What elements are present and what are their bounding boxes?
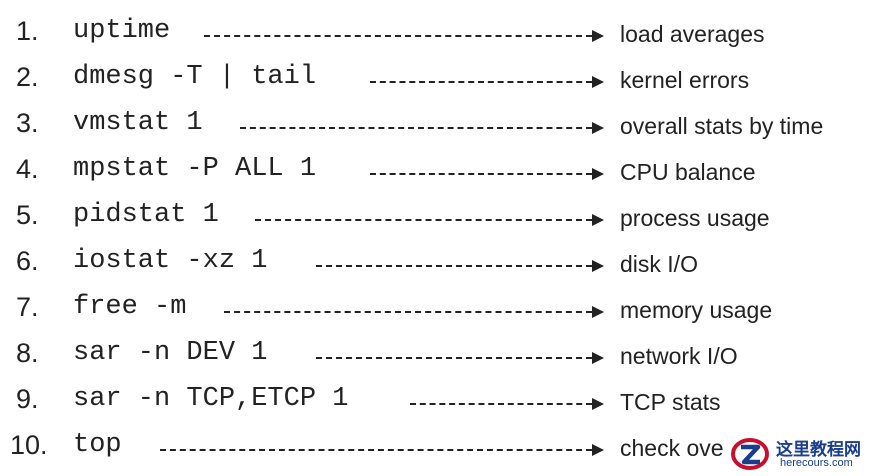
item-number: 7.	[16, 292, 39, 322]
list-item: 5. pidstat 1 process usage	[0, 196, 873, 242]
command-text: sar -n DEV 1	[73, 338, 268, 368]
watermark-url: herecours.com	[780, 457, 853, 469]
item-number: 2.	[16, 62, 39, 92]
dashed-arrow-icon	[370, 76, 604, 88]
list-item: 6. iostat -xz 1 disk I/O	[0, 242, 873, 288]
command-text: top	[73, 430, 122, 460]
item-number: 10.	[10, 430, 48, 460]
watermark-text: 这里教程网	[776, 440, 861, 460]
list-item: 1. uptime load averages	[0, 12, 873, 58]
item-number: 5.	[16, 200, 39, 230]
list-item: 2. dmesg -T | tail kernel errors	[0, 58, 873, 104]
command-description: process usage	[620, 205, 770, 231]
list-item: 4. mpstat -P ALL 1 CPU balance	[0, 150, 873, 196]
dashed-arrow-icon	[370, 168, 604, 180]
dashed-arrow-icon	[410, 398, 604, 410]
command-text: uptime	[73, 16, 171, 46]
dashed-arrow-icon	[224, 306, 604, 318]
command-description: memory usage	[620, 297, 773, 323]
item-number: 4.	[16, 154, 39, 184]
command-description: disk I/O	[620, 251, 698, 277]
dashed-arrow-icon	[204, 30, 604, 42]
dashed-arrow-icon	[316, 352, 604, 364]
list-item: 3. vmstat 1 overall stats by time	[0, 104, 873, 150]
command-text: pidstat 1	[73, 200, 219, 230]
command-description: overall stats by time	[620, 113, 824, 139]
item-number: 1.	[16, 16, 39, 46]
watermark: 这里教程网 herecours.com	[728, 432, 873, 476]
dashed-arrow-icon	[160, 444, 604, 456]
dashed-arrow-icon	[255, 214, 604, 226]
item-number: 3.	[16, 108, 39, 138]
list-item: 9. sar -n TCP,ETCP 1 TCP stats	[0, 380, 873, 426]
item-number: 9.	[16, 384, 39, 414]
list-item: 7. free -m memory usage	[0, 288, 873, 334]
command-description: CPU balance	[620, 159, 756, 185]
item-number: 6.	[16, 246, 39, 276]
command-description: network I/O	[620, 343, 738, 369]
list-item: 10. top check ove	[0, 426, 873, 472]
command-text: free -m	[73, 292, 187, 322]
command-description: load averages	[620, 21, 765, 47]
command-text: mpstat -P ALL 1	[73, 154, 317, 184]
watermark-logo-icon	[731, 438, 769, 470]
command-text: iostat -xz 1	[73, 246, 268, 276]
command-text: sar -n TCP,ETCP 1	[73, 384, 349, 414]
command-description: kernel errors	[620, 67, 750, 93]
command-description: TCP stats	[620, 389, 721, 415]
command-description: check ove	[620, 435, 724, 461]
dashed-arrow-icon	[316, 260, 604, 272]
command-text: vmstat 1	[73, 108, 203, 138]
command-text: dmesg -T | tail	[73, 62, 317, 92]
list-item: 8. sar -n DEV 1 network I/O	[0, 334, 873, 380]
item-number: 8.	[16, 338, 39, 368]
dashed-arrow-icon	[240, 122, 604, 134]
